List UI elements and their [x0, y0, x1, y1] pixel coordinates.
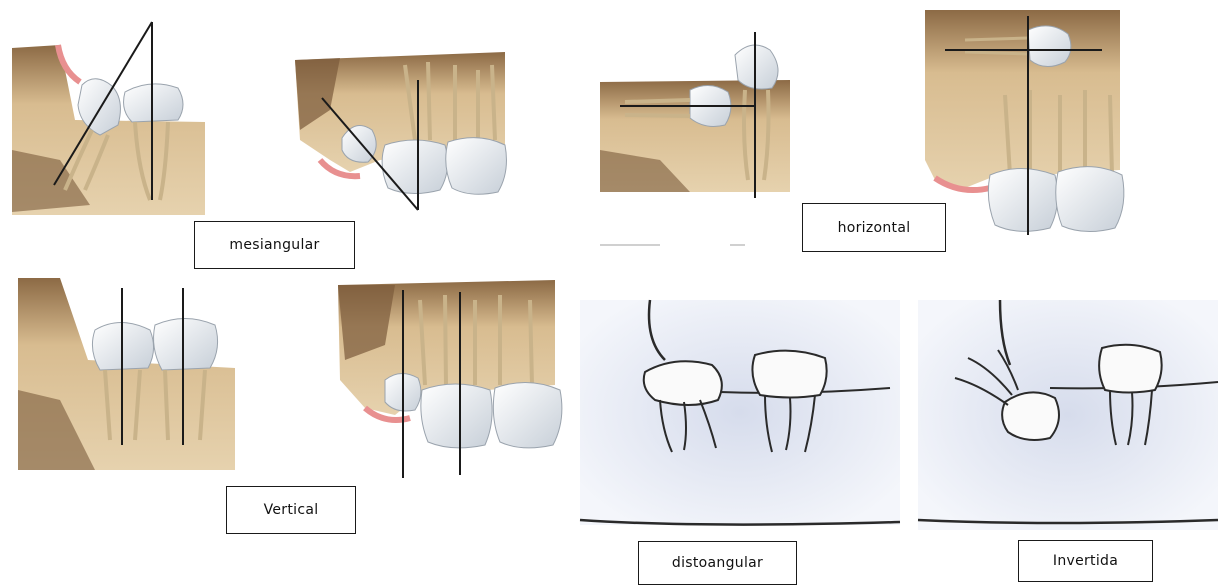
mesioangular-diagram-right — [295, 52, 506, 210]
distoangular-sketch — [580, 300, 900, 525]
label-distoangular: distoangular — [638, 541, 797, 585]
mesioangular-diagram-left — [12, 22, 205, 215]
label-vertical: Vertical — [226, 486, 356, 534]
horizontal-diagram-right — [925, 10, 1124, 235]
label-invertida: Invertida — [1018, 540, 1153, 582]
vertical-diagram-left — [18, 278, 235, 470]
label-horizontal: horizontal — [802, 203, 946, 252]
horizontal-diagram-left — [600, 32, 790, 245]
label-mesiangular: mesiangular — [194, 221, 355, 269]
vertical-diagram-right — [338, 280, 562, 478]
invertida-sketch — [918, 300, 1218, 530]
